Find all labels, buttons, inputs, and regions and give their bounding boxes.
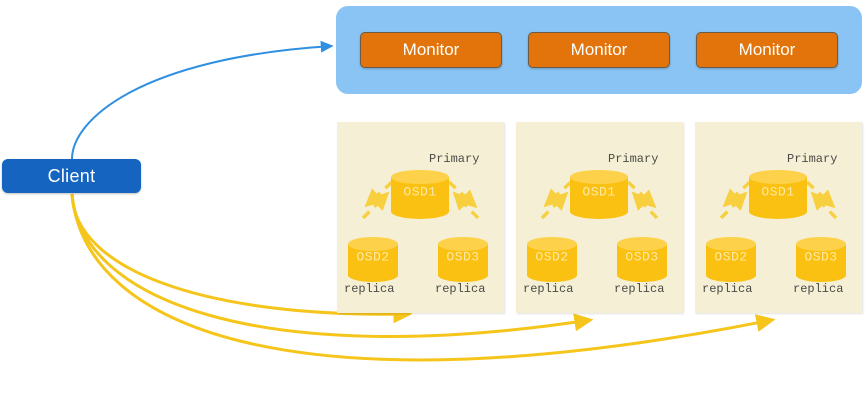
osd1-cylinder-3[interactable]: OSD1 bbox=[749, 170, 807, 219]
replica-tag-left-2: replica bbox=[523, 282, 574, 296]
osd1-cylinder-1[interactable]: OSD1 bbox=[391, 170, 449, 219]
replica-tag-left-1: replica bbox=[344, 282, 395, 296]
primary-tag-1: Primary bbox=[429, 152, 480, 166]
node-panel-1: Primary OSD1 OSD2 OSD3 replica replica bbox=[337, 122, 504, 313]
osd3-label-2: OSD3 bbox=[625, 249, 659, 265]
cylinder-top bbox=[527, 237, 577, 251]
osd1-label-2: OSD1 bbox=[582, 184, 616, 200]
node-panel-2-content: Primary OSD1 OSD2 OSD3 replica replica bbox=[516, 122, 683, 313]
monitor-node-2-label: Monitor bbox=[570, 40, 628, 59]
node-panel-3: Primary OSD1 OSD2 OSD3 replica replica bbox=[695, 122, 862, 313]
osd3-cylinder-1[interactable]: OSD3 bbox=[438, 237, 488, 282]
client-label: Client bbox=[47, 165, 96, 186]
cylinder-body bbox=[570, 177, 628, 219]
node-panel-1-content: Primary OSD1 OSD2 OSD3 replica replica bbox=[337, 122, 504, 313]
cylinder-top bbox=[391, 170, 449, 184]
node-panel-2: Primary OSD1 OSD2 OSD3 replica replica bbox=[516, 122, 683, 313]
cylinder-top bbox=[706, 237, 756, 251]
primary-tag-3: Primary bbox=[787, 152, 838, 166]
osd2-label-3: OSD2 bbox=[714, 249, 748, 265]
replication-arrows-2 bbox=[540, 180, 659, 220]
replica-tag-left-3: replica bbox=[702, 282, 753, 296]
osd1-label-1: OSD1 bbox=[403, 184, 437, 200]
osd1-label-3: OSD1 bbox=[761, 184, 795, 200]
osd2-label-2: OSD2 bbox=[535, 249, 569, 265]
osd3-label-3: OSD3 bbox=[804, 249, 838, 265]
cylinder-top bbox=[348, 237, 398, 251]
cylinder-body bbox=[391, 177, 449, 219]
monitor-node-1-label: Monitor bbox=[402, 40, 460, 59]
monitor-node-2[interactable]: Monitor bbox=[528, 32, 670, 68]
cylinder-top bbox=[749, 170, 807, 184]
connector-client-to-monitor bbox=[71, 40, 334, 160]
primary-tag-2: Primary bbox=[608, 152, 659, 166]
monitor-node-3[interactable]: Monitor bbox=[696, 32, 838, 68]
osd1-cylinder-2[interactable]: OSD1 bbox=[570, 170, 628, 219]
replica-tag-right-1: replica bbox=[435, 282, 486, 296]
replication-arrows-1 bbox=[361, 180, 480, 220]
monitor-node-1[interactable]: Monitor bbox=[360, 32, 502, 68]
osd2-cylinder-3[interactable]: OSD2 bbox=[706, 237, 756, 282]
cylinder-body bbox=[749, 177, 807, 219]
client-node[interactable]: Client bbox=[2, 159, 141, 193]
osd2-cylinder-1[interactable]: OSD2 bbox=[348, 237, 398, 282]
cylinder-top bbox=[438, 237, 488, 251]
osd2-label-1: OSD2 bbox=[356, 249, 390, 265]
osd3-cylinder-2[interactable]: OSD3 bbox=[617, 237, 667, 282]
node-panel-3-content: Primary OSD1 OSD2 OSD3 replica replica bbox=[695, 122, 862, 313]
cylinder-top bbox=[617, 237, 667, 251]
cylinder-top bbox=[570, 170, 628, 184]
osd3-label-1: OSD3 bbox=[446, 249, 480, 265]
osd2-cylinder-2[interactable]: OSD2 bbox=[527, 237, 577, 282]
cylinder-top bbox=[796, 237, 846, 251]
monitor-cluster-panel: Monitor Monitor Monitor bbox=[336, 6, 862, 94]
replica-tag-right-3: replica bbox=[793, 282, 844, 296]
monitor-node-3-label: Monitor bbox=[738, 40, 796, 59]
replica-tag-right-2: replica bbox=[614, 282, 665, 296]
replication-arrows-3 bbox=[719, 180, 838, 220]
connector-client-to-node-2 bbox=[70, 193, 594, 338]
osd3-cylinder-3[interactable]: OSD3 bbox=[796, 237, 846, 282]
